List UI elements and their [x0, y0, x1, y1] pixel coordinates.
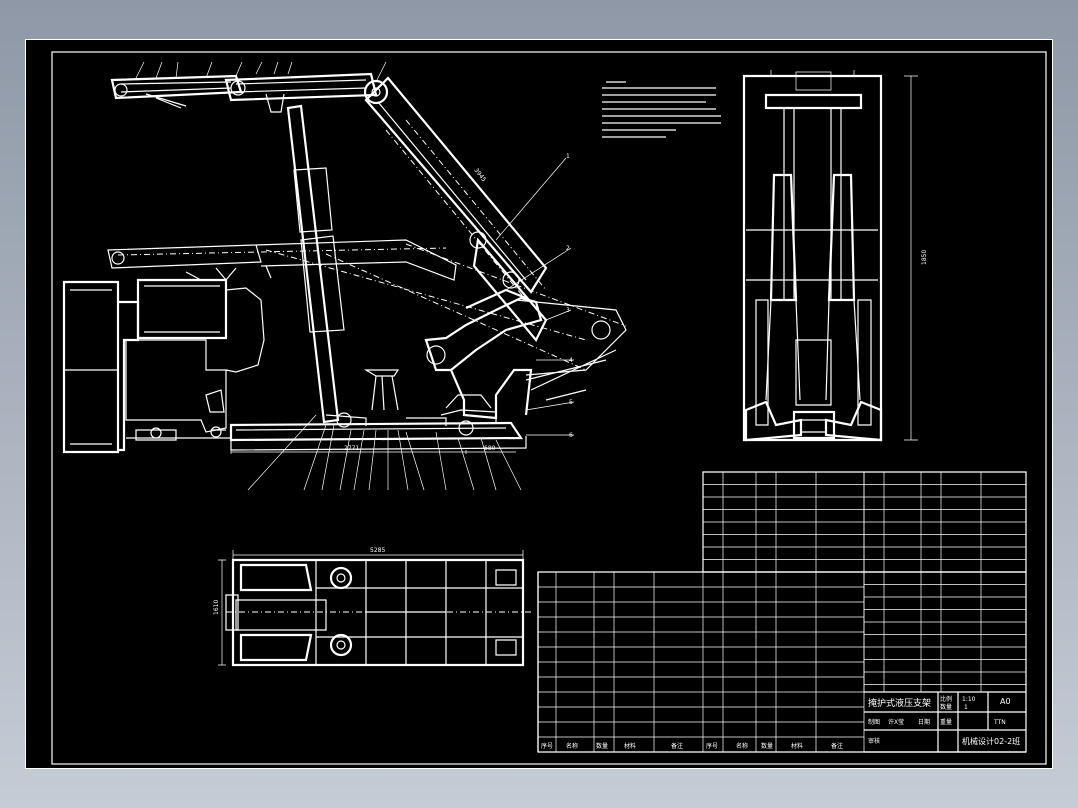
sheet-size: A0: [1000, 697, 1011, 706]
date-label: 日期: [918, 718, 930, 726]
bom-header-name-2: 名称: [736, 742, 748, 750]
technical-notes: [602, 81, 721, 138]
check-label: 审核: [868, 737, 880, 745]
unit-value: TTN: [993, 719, 1006, 726]
dim-plan-length: 5285: [370, 547, 385, 554]
scale-value: 1:10: [962, 696, 976, 703]
dim-side-height: 1850: [921, 250, 928, 265]
count-label: 数量: [940, 703, 952, 711]
design-label: 制图: [868, 718, 880, 726]
bom-header-qty: 数量: [596, 742, 608, 750]
bom-header-note-2: 备注: [831, 742, 843, 750]
drawing-title: 掩护式液压支架: [868, 697, 931, 709]
dim-plan-width: 1610: [213, 600, 220, 615]
bom-header-note: 备注: [671, 742, 683, 750]
cad-drawing: 1 2 3 4 5 6 2771 680 3945 1850: [51, 51, 1047, 765]
title-block: [864, 691, 1026, 753]
side-view: 1 2 3 4 5 6: [62, 61, 627, 491]
weight-label: 重量: [940, 718, 952, 726]
bom-table: [537, 471, 1027, 753]
bom-header-name: 名称: [566, 742, 578, 750]
bom-header-qty-2: 数量: [761, 742, 773, 750]
school-label: 机械设计02-2班: [962, 736, 1020, 746]
plan-view: [218, 550, 531, 667]
dim-front-length: 680: [484, 445, 496, 452]
bom-header-no: 序号: [541, 742, 553, 750]
svg-text:5: 5: [569, 399, 573, 406]
bom-header-no-2: 序号: [706, 742, 718, 750]
scale-label: 比例: [940, 695, 952, 703]
svg-text:1: 1: [566, 153, 570, 160]
designer-value: 许X莹: [888, 718, 904, 726]
bom-header-material: 材料: [624, 742, 636, 750]
count-value: 1: [964, 704, 968, 711]
svg-text:4: 4: [569, 357, 573, 364]
svg-text:2: 2: [566, 245, 570, 252]
svg-text:6: 6: [569, 432, 573, 439]
dim-base-length: 2771: [344, 445, 359, 452]
drawing-sheet: 1 2 3 4 5 6 2771 680 3945 1850: [25, 39, 1053, 769]
inner-frame: [51, 51, 1047, 765]
bom-header-material-2: 材料: [791, 742, 803, 750]
end-view: [742, 70, 918, 442]
svg-text:3: 3: [566, 307, 570, 314]
